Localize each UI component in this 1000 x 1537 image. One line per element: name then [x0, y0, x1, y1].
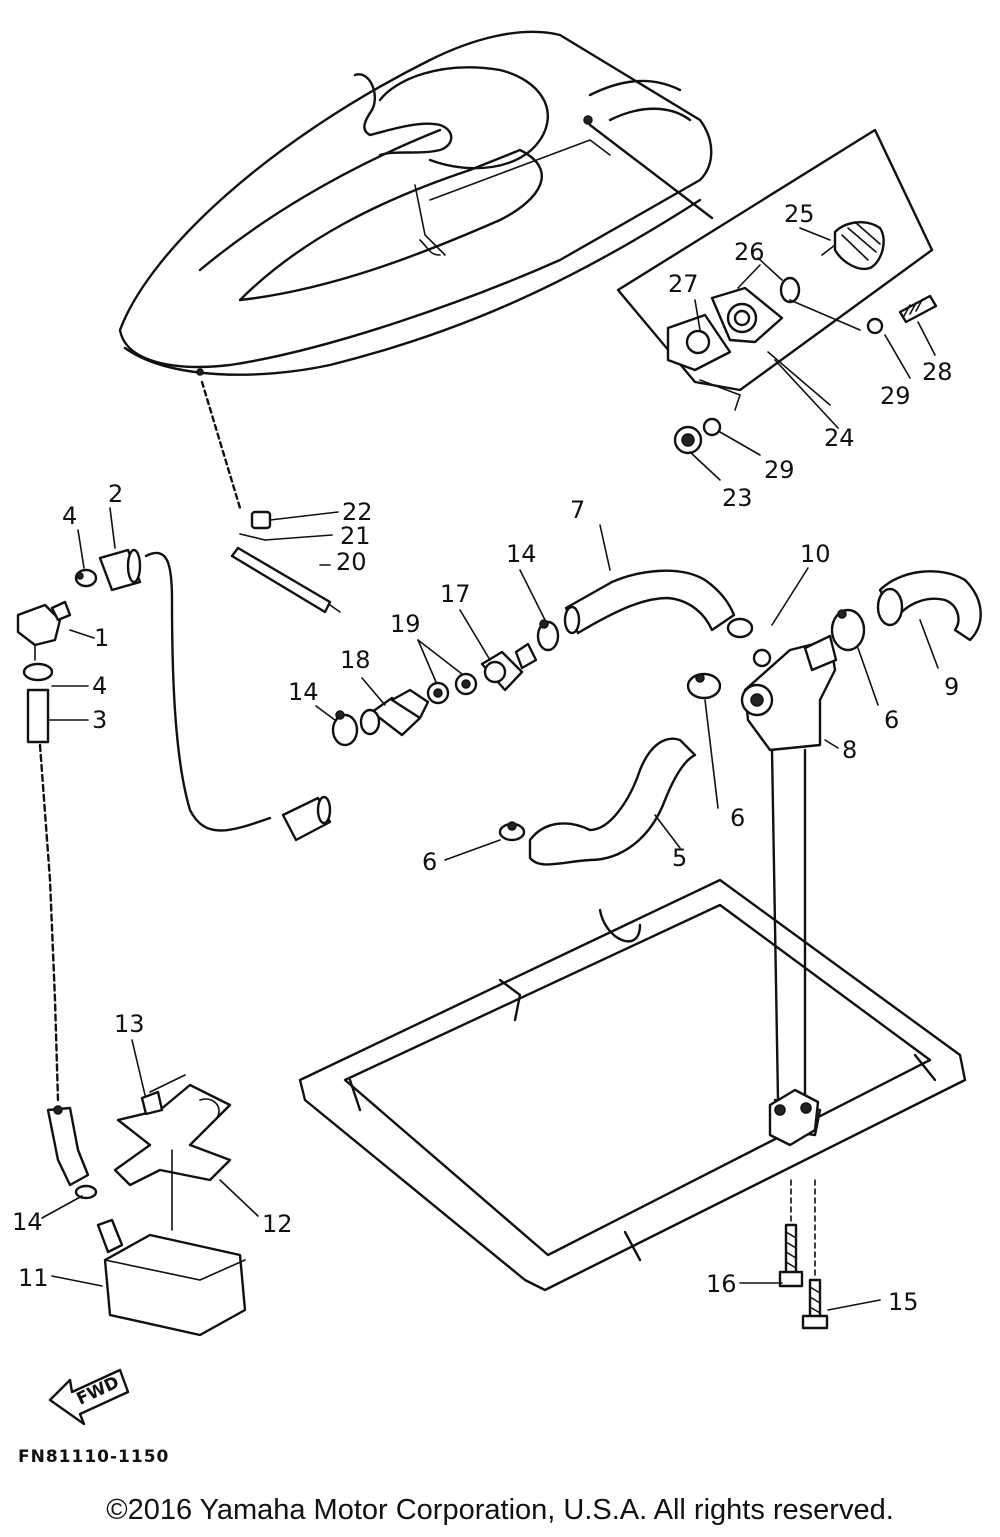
callout-10: 10: [800, 540, 831, 568]
leader-hull-to-box: [588, 123, 714, 220]
callout-11: 11: [18, 1264, 49, 1292]
hose-3: [26, 688, 50, 744]
fastener-13: [140, 1074, 186, 1116]
watercraft-hull: [118, 30, 713, 376]
gasket-27: [666, 313, 732, 372]
breather-line: [144, 551, 272, 832]
callout-22: 22: [342, 498, 373, 526]
hose-9: [876, 570, 982, 642]
bolt-28: [898, 294, 938, 324]
callout-29b: 29: [764, 456, 795, 484]
elbow-fitting-1: [16, 600, 72, 661]
clamp-4b: [22, 662, 54, 682]
leader-lines: [41, 227, 939, 1311]
valve-18: [359, 688, 430, 737]
fitting-assembly-box: [616, 128, 938, 455]
callout-28: 28: [922, 358, 953, 386]
suction-pipe: [770, 748, 807, 1102]
callout-3: 3: [92, 706, 107, 734]
callout-17: 17: [440, 580, 471, 608]
tee-fitting-8: [740, 634, 838, 752]
o-ring-26: [779, 276, 801, 304]
nut-22: [250, 510, 272, 530]
washer-29b: [702, 417, 722, 437]
screw-15: [801, 1179, 829, 1330]
washer-29a: [866, 317, 884, 335]
rod-20: [230, 546, 341, 614]
callout-6c: 6: [884, 706, 899, 734]
callout-6a: 6: [422, 848, 437, 876]
callout-4a: 4: [62, 502, 77, 530]
callout-14a: 14: [12, 1208, 43, 1236]
callout-23: 23: [722, 484, 753, 512]
callout-numbers: 1 2 3 4 4 5 6 6 6 7 8 9 10 11 12 13 14 1…: [12, 200, 959, 1316]
callout-25: 25: [784, 200, 815, 228]
callout-13: 13: [114, 1010, 145, 1038]
callout-14c: 14: [506, 540, 537, 568]
hose-7: [563, 569, 736, 635]
strainer-clamp: [768, 1088, 820, 1147]
callout-9: 9: [944, 673, 959, 701]
clamp-6a: [498, 821, 526, 842]
clamp-14a: [74, 1184, 98, 1200]
leader-hull-to-20: [200, 380, 242, 510]
hose-2: [98, 548, 142, 592]
clamp-14c: [536, 619, 560, 652]
nut-23: [673, 425, 703, 455]
callout-26: 26: [734, 238, 765, 266]
callout-15: 15: [888, 1288, 919, 1316]
callout-21: 21: [340, 522, 371, 550]
hose-piece: [281, 795, 332, 842]
clamp-10: [726, 617, 754, 639]
callout-1: 1: [94, 624, 109, 652]
callout-27: 27: [668, 270, 699, 298]
clamp-14b: [331, 710, 359, 747]
callout-8: 8: [842, 736, 857, 764]
fitting-25: [821, 221, 885, 271]
fwd-arrow: FWD: [48, 1368, 130, 1426]
callout-19: 19: [390, 610, 421, 638]
callout-5: 5: [672, 844, 687, 872]
callout-12: 12: [262, 1210, 293, 1238]
hose-lower: [46, 1105, 90, 1187]
clamp-6b: [686, 672, 722, 700]
callout-24: 24: [824, 424, 855, 452]
vertical-line: [38, 743, 60, 1102]
figure-code: FN81110-1150: [18, 1447, 169, 1467]
callout-14b: 14: [288, 678, 319, 706]
washers-19: [426, 672, 478, 705]
water-separator-11: [96, 1218, 247, 1337]
callout-7: 7: [570, 496, 585, 524]
bracket-12: [113, 1083, 232, 1187]
clamp-4a: [74, 568, 98, 588]
callout-29a: 29: [880, 382, 911, 410]
callout-16: 16: [706, 1270, 737, 1298]
flange-24: [710, 286, 784, 344]
hull-frame: [298, 878, 967, 1292]
callout-6b: 6: [730, 804, 745, 832]
clamp-6c: [830, 608, 866, 652]
fitting-17: [480, 642, 538, 692]
callout-18: 18: [340, 646, 371, 674]
copyright-notice: ©2016 Yamaha Motor Corporation, U.S.A. A…: [106, 1494, 894, 1526]
washer-21: [239, 533, 266, 541]
callout-20: 20: [336, 548, 367, 576]
callout-2: 2: [108, 480, 123, 508]
callout-4b: 4: [92, 672, 107, 700]
screw-16: [778, 1179, 804, 1288]
hose-5: [528, 737, 697, 866]
